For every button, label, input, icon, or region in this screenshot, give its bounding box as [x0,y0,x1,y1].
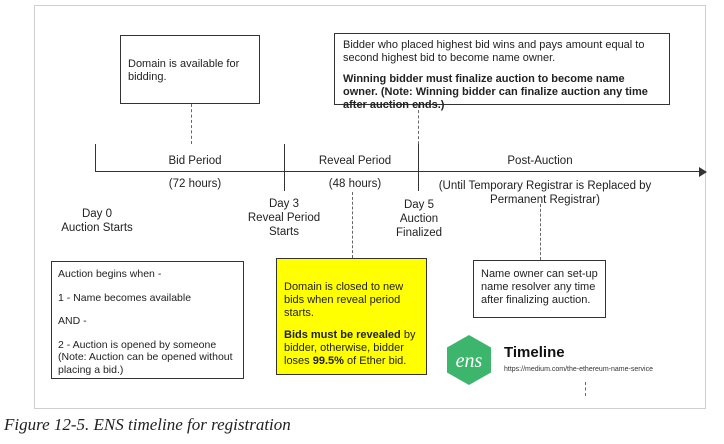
auction-begins-box: Auction begins when - 1 - Name becomes a… [51,261,244,379]
winner-connector [418,105,419,165]
winner-text: Bidder who placed highest bid wins and p… [343,39,645,64]
timeline-axis [96,171,702,172]
timeline-title: Timeline [504,344,565,361]
day0-tick [95,144,96,172]
resolver-box: Name owner can set-up name resolver any … [473,260,606,318]
resolver-connector [540,204,541,260]
figure-caption: Figure 12-5. ENS timeline for registrati… [4,415,291,434]
reveal-hours-label: (48 hours) [328,178,382,190]
day3-tick [284,144,285,191]
reveal-period-label: Reveal Period [318,155,392,167]
day5-tick [418,144,419,191]
post-auction-label: Post-Auction [507,155,573,167]
winner-bold-text: Winning bidder must finalize auction to … [343,73,648,111]
closed-bids-box: Domain is closed to new bids when reveal… [276,258,427,375]
winner-box: Bidder who placed highest bid wins and p… [334,33,670,111]
source-url: https://medium.com/the-ethereum-name-ser… [504,366,653,373]
ens-logo-mark: ens [456,350,483,372]
domain-available-text: Domain is available for bidding. [128,58,240,83]
post-auction-note: (Until Temporary Registrar is Replaced b… [438,180,652,206]
timeline-arrow-icon [699,167,707,177]
domain-available-connector [191,104,192,144]
logo-connector [585,382,586,396]
ens-logo-icon: ens [447,335,491,385]
bid-hours-label: (72 hours) [168,178,222,190]
domain-available-box: Domain is available for bidding. [120,35,260,104]
closed-bids-connector [352,192,353,258]
bid-period-label: Bid Period [168,155,222,167]
